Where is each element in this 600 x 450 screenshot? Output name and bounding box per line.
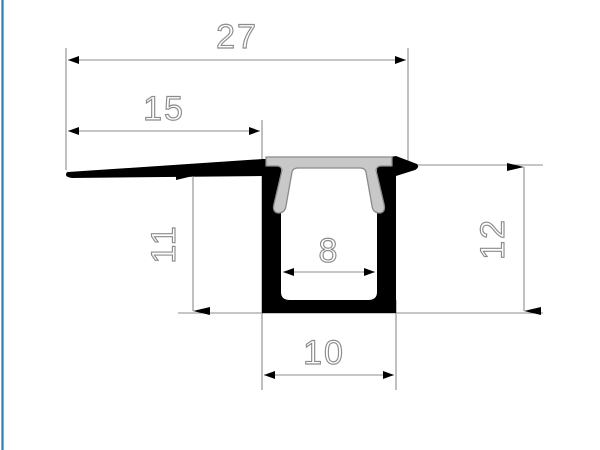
dim-label-15: 15	[143, 90, 185, 128]
dim-label-27: 27	[216, 18, 258, 56]
dimension-channel-depth: 11	[144, 172, 210, 315]
dimension-overall-width: 27	[68, 17, 406, 64]
diffuser-cover	[265, 156, 393, 214]
dim-label-10: 10	[303, 334, 345, 372]
profile-inner-bottom-fillets	[281, 292, 377, 300]
dim-label-12: 12	[474, 218, 512, 260]
dimension-inner-width: 8	[283, 231, 375, 276]
dim-label-8: 8	[319, 232, 340, 270]
dimension-outer-channel-width: 10	[264, 333, 394, 379]
dimension-flange-width: 15	[68, 89, 260, 135]
dimension-overall-height: 12	[473, 163, 541, 315]
dim-label-11: 11	[145, 224, 183, 263]
profile-left-flange	[66, 159, 263, 178]
